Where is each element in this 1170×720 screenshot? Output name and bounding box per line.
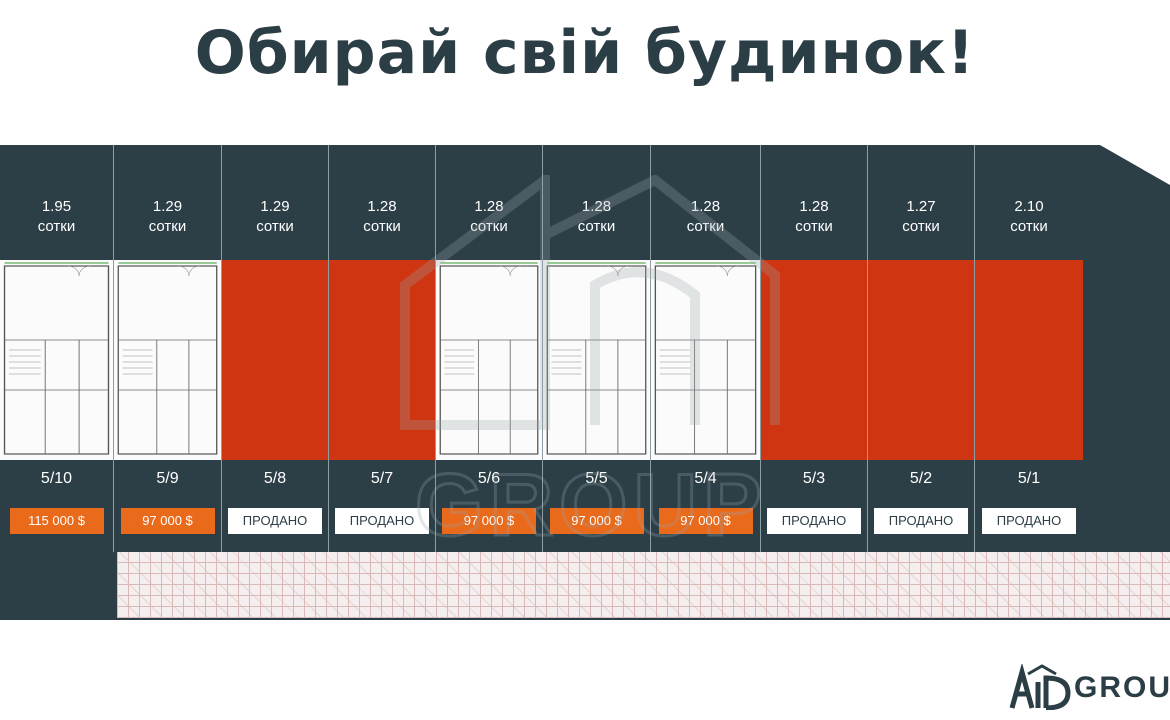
- sold-badge[interactable]: ПРОДАНО: [874, 508, 968, 534]
- lot-area-value: 1.95: [41, 198, 72, 215]
- lot-area: 1.95 сотки: [0, 197, 113, 237]
- lot-area: 1.28 сотки: [436, 197, 542, 237]
- lot-area-unit: сотки: [686, 218, 725, 235]
- sold-plot: [222, 260, 328, 460]
- lot-area: 1.28 сотки: [651, 197, 760, 237]
- lot-area: 1.29 сотки: [222, 197, 328, 237]
- lot-area-value: 1.28: [367, 198, 397, 215]
- floor-plan: [543, 260, 650, 460]
- lot-area-unit: сотки: [1010, 218, 1048, 235]
- lot-5-6[interactable]: 1.28 сотки 5/6 97 000 $: [436, 145, 543, 552]
- lot-5-5[interactable]: 1.28 сотки 5/5 97 000 $: [543, 145, 651, 552]
- floor-plan: [651, 260, 760, 460]
- sold-badge[interactable]: ПРОДАНО: [982, 508, 1076, 534]
- sold-plot: [761, 260, 867, 460]
- lot-area-unit: сотки: [902, 218, 940, 235]
- floor-plan: [0, 260, 113, 460]
- lot-area-value: 1.28: [799, 198, 829, 215]
- lot-area: 2.10 сотки: [975, 197, 1083, 237]
- floor-plan-drawing: [654, 262, 757, 455]
- lot-5-9[interactable]: 1.29 сотки 5/9 97 000 $: [114, 145, 222, 552]
- lot-number: 5/1: [1017, 470, 1041, 487]
- company-logo: GROUP: [1008, 664, 1170, 710]
- page-title: Обирай свій будинок!: [194, 18, 976, 88]
- lot-area-value: 1.29: [260, 198, 290, 215]
- lot-area-unit: сотки: [363, 218, 401, 235]
- lot-area-unit: сотки: [795, 218, 833, 235]
- lot-area-value: 1.28: [690, 198, 721, 215]
- sold-badge[interactable]: ПРОДАНО: [767, 508, 861, 534]
- lot-area-value: 2.10: [1014, 198, 1044, 215]
- sold-badge[interactable]: ПРОДАНО: [335, 508, 429, 534]
- lot-number: 5/2: [909, 470, 933, 487]
- sold-plot: [975, 260, 1083, 460]
- lot-number: 5/8: [263, 470, 287, 487]
- lot-area-unit: сотки: [577, 218, 616, 235]
- floor-plan-drawing: [546, 262, 647, 455]
- lot-area-value: 1.29: [152, 198, 183, 215]
- logo-text: GROUP: [1074, 671, 1170, 704]
- lot-area-value: 1.28: [581, 198, 612, 215]
- price-badge[interactable]: 97 000 $: [442, 508, 536, 534]
- lot-area-value: 1.28: [474, 198, 504, 215]
- lot-number: 5/5: [585, 470, 608, 487]
- lot-5-10[interactable]: 1.95 сотки 5/10 115 000 $: [0, 145, 114, 552]
- lot-number: 5/4: [694, 470, 717, 487]
- lot-area-unit: сотки: [148, 218, 187, 235]
- paving-area: [117, 552, 1170, 618]
- lot-area: 1.27 сотки: [868, 197, 974, 237]
- lot-area: 1.28 сотки: [543, 197, 650, 237]
- lot-area-unit: сотки: [470, 218, 508, 235]
- lot-area-unit: сотки: [37, 218, 76, 235]
- sold-badge[interactable]: ПРОДАНО: [228, 508, 322, 534]
- lot-number: 5/3: [802, 470, 826, 487]
- floor-plan-drawing: [3, 262, 110, 455]
- lot-5-4[interactable]: 1.28 сотки 5/4 97 000 $: [651, 145, 761, 552]
- price-badge[interactable]: 97 000 $: [120, 508, 215, 534]
- lot-number: 5/7: [370, 470, 394, 487]
- aid-logo-icon: [1009, 664, 1071, 710]
- floor-plan-drawing: [439, 262, 539, 455]
- lot-area-unit: сотки: [256, 218, 294, 235]
- price-badge[interactable]: 115 000 $: [9, 508, 104, 534]
- price-badge[interactable]: 97 000 $: [549, 508, 644, 534]
- lot-area: 1.28 сотки: [329, 197, 435, 237]
- lot-area: 1.28 сотки: [761, 197, 867, 237]
- price-badge[interactable]: 97 000 $: [658, 508, 753, 534]
- floor-plan: [114, 260, 221, 460]
- sold-plot: [868, 260, 974, 460]
- lot-area-value: 1.27: [906, 198, 936, 215]
- lot-number: 5/9: [156, 470, 179, 487]
- floor-plan: [436, 260, 542, 460]
- sold-plot: [329, 260, 435, 460]
- lot-number: 5/10: [40, 470, 73, 487]
- lot-area: 1.29 сотки: [114, 197, 221, 237]
- lot-number: 5/6: [477, 470, 501, 487]
- floor-plan-drawing: [117, 262, 218, 455]
